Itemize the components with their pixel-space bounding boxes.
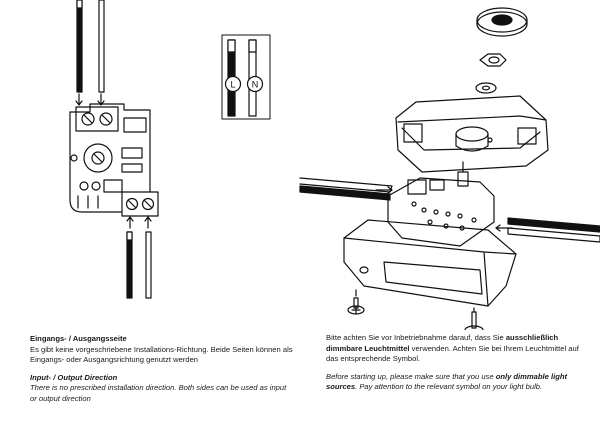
right-text-block: Bitte achten Sie vor Inbetriebnahme dara…: [326, 333, 586, 393]
paragraph-de-bold: ausschließlich dimmbare Leuchtmittel: [326, 333, 559, 353]
exploded-housing-drawing: [299, 7, 600, 330]
paragraph-en-part1: Before starting up, please make sure tha…: [326, 371, 496, 381]
terminal-label-n: N: [252, 80, 259, 90]
heading-en: Input- / Output Direction: [30, 372, 118, 382]
paragraph-de: Bitte achten Sie vor Inbetriebnahme dara…: [326, 333, 586, 365]
installation-illustration: L N: [69, 0, 600, 330]
paragraph-en: Before starting up, please make sure tha…: [326, 372, 586, 393]
paragraph-de-part2: verwenden. Achten Sie bei Ihrem Leuchtmi…: [326, 343, 579, 364]
paragraph-de-part1: Bitte achten Sie vor Inbetriebnahme dara…: [326, 333, 506, 342]
paragraph-en-bold: only dimmable light sources: [326, 371, 568, 392]
screw-left: [347, 289, 365, 315]
dimmer-module-drawing: [69, 0, 159, 299]
heading-de: Eingangs- / Ausgangsseite: [30, 334, 127, 343]
left-text-block: Eingangs- / Ausgangsseite Es gibt keine …: [30, 334, 295, 405]
body-en: There is no prescribed installation dire…: [30, 383, 287, 403]
terminal-label-inset: [221, 34, 271, 120]
screw-right: [464, 307, 484, 330]
paragraph-en-part2: . Pay attention to the relevant symbol o…: [355, 382, 543, 392]
terminal-label-l: L: [230, 80, 235, 90]
body-de: Es gibt keine vorgeschriebene Installati…: [30, 344, 293, 365]
